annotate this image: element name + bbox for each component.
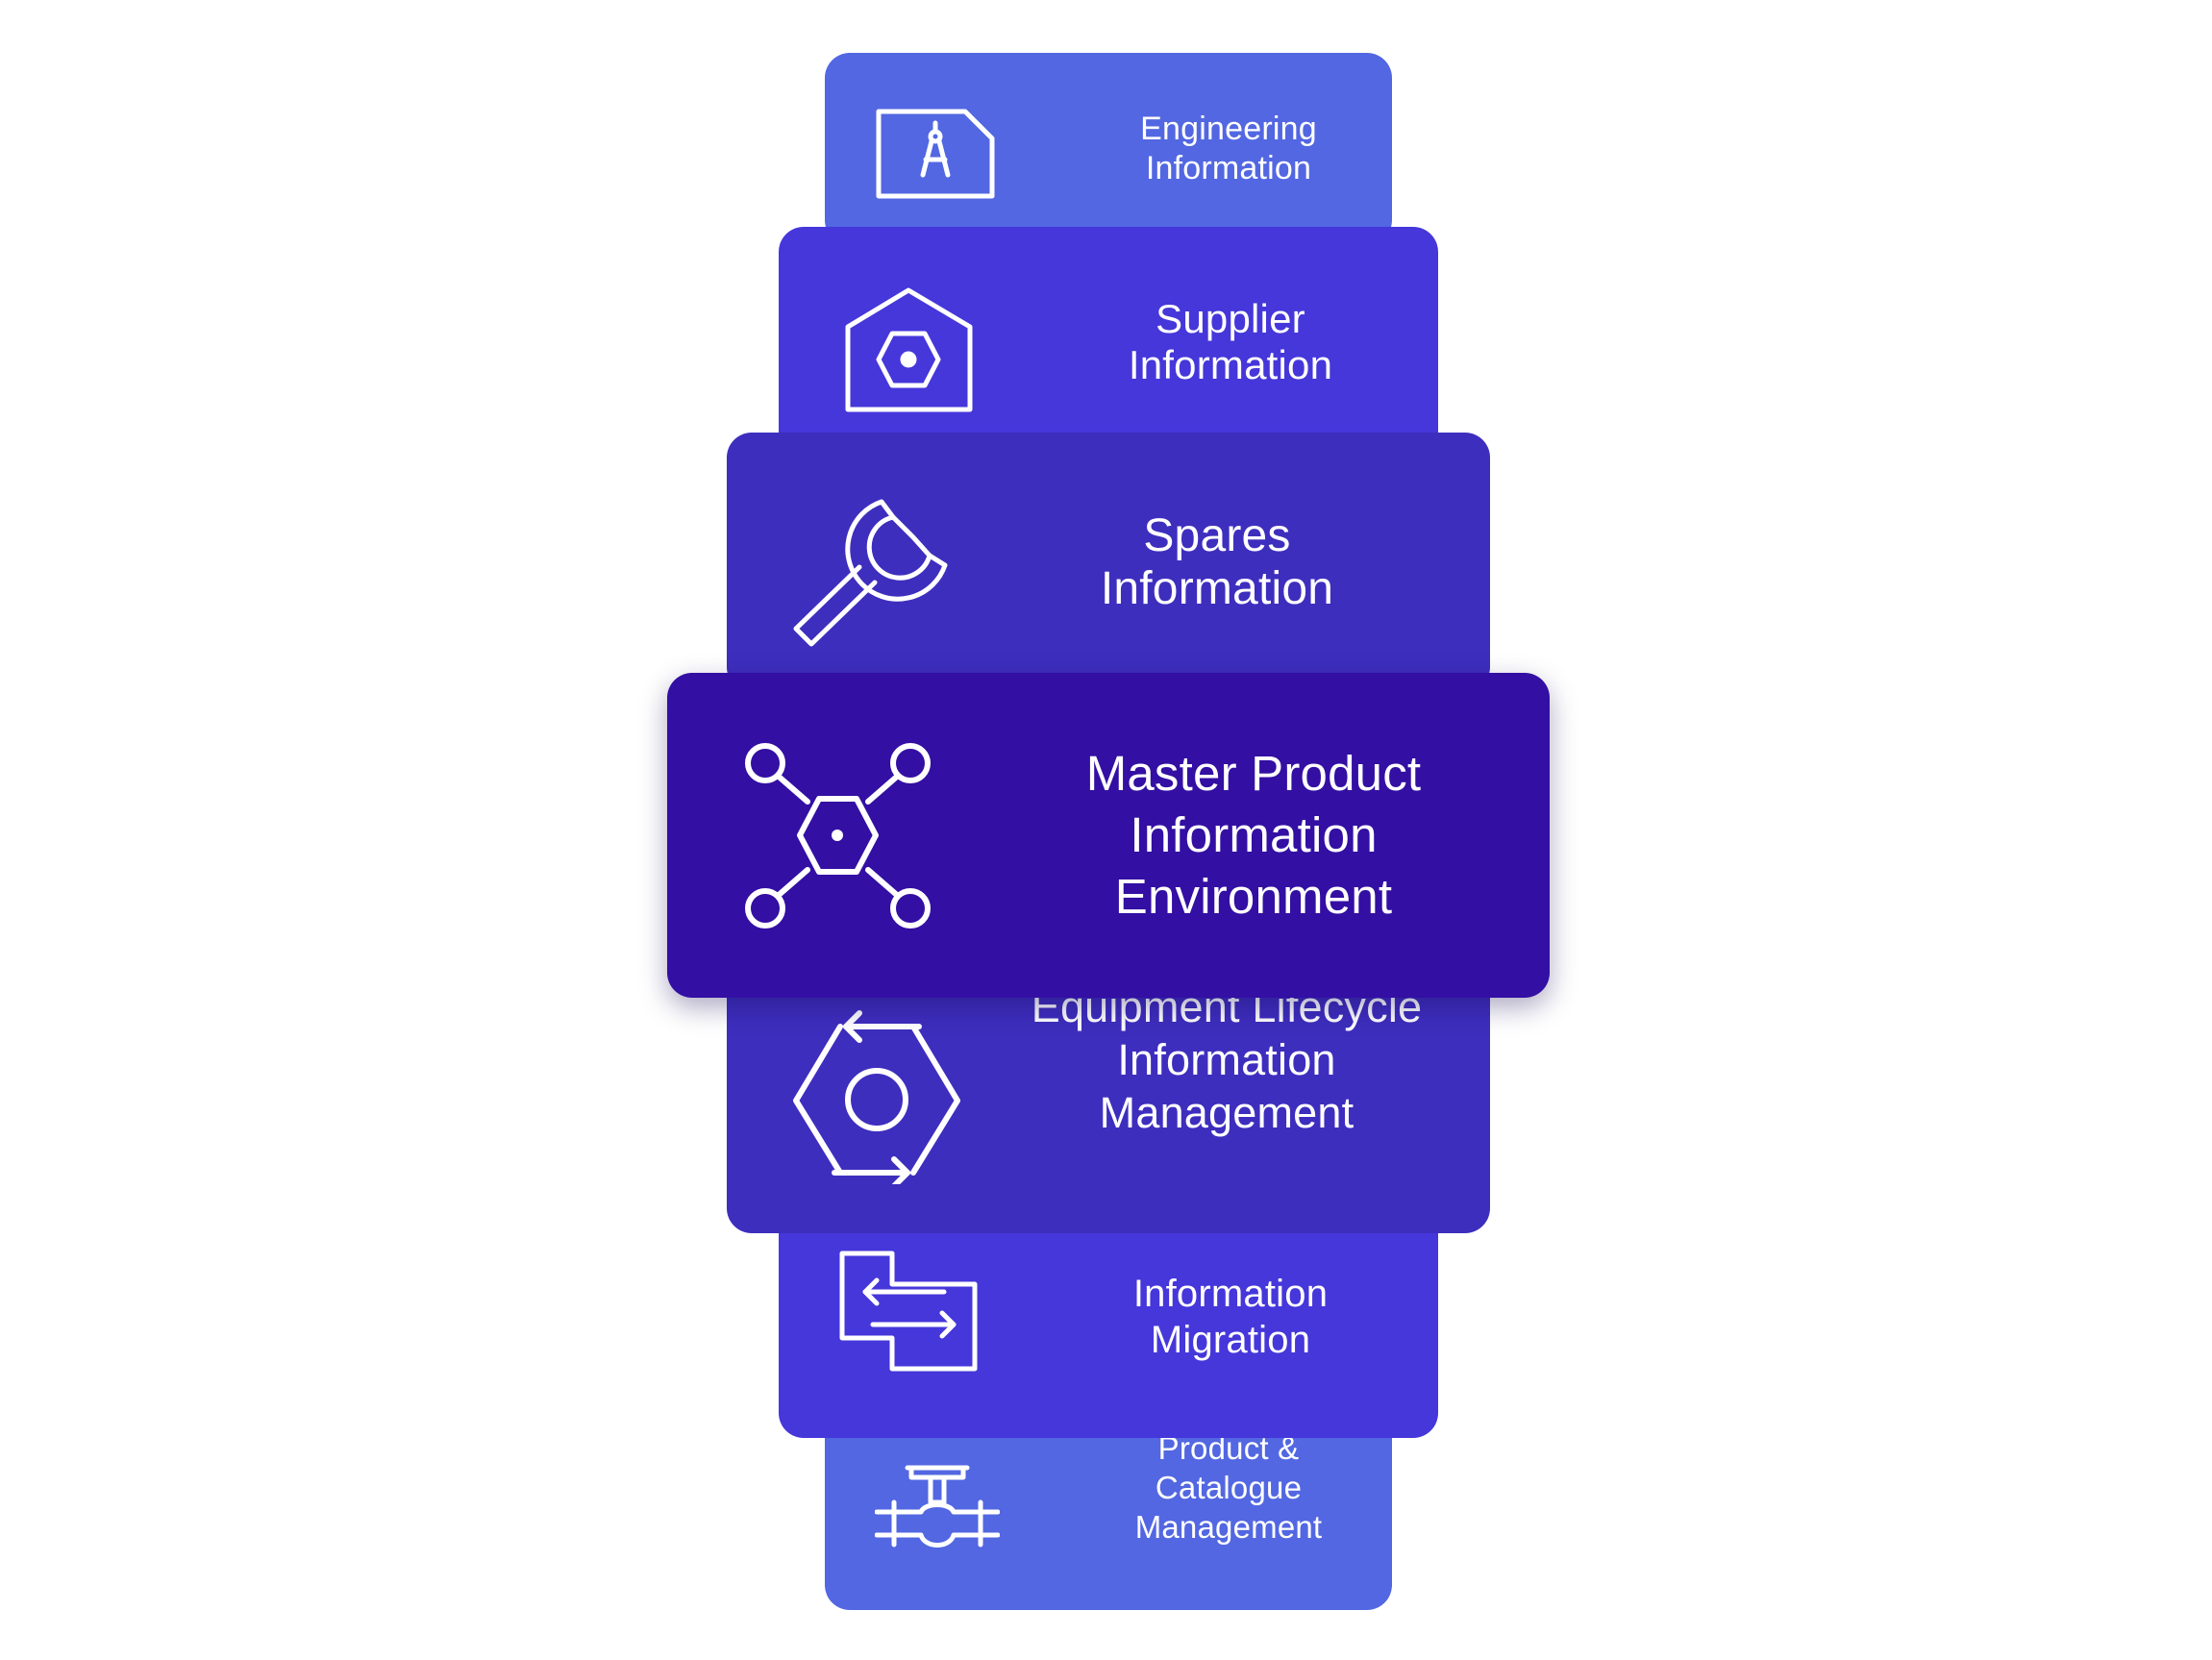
- label-line: Migration: [1150, 1319, 1311, 1361]
- label-line: Information: [1132, 1273, 1329, 1315]
- drafting-compass-document-icon: [873, 106, 998, 202]
- label-line: Information: [1130, 807, 1378, 862]
- pipe-valve-icon: [875, 1464, 1000, 1550]
- label-line: Master Product: [1085, 746, 1422, 801]
- swap-arrows-icon: [838, 1250, 982, 1373]
- label-line: Supplier: [1156, 296, 1305, 341]
- layer-label: Information Migration: [1048, 1202, 1413, 1432]
- layer-product-catalogue-management: Product & Catalogue Management: [825, 1408, 1392, 1610]
- layer-master-product-information-environment: Master Product Information Environment: [667, 673, 1550, 998]
- label-line: Engineering: [1140, 111, 1317, 147]
- label-line: Spares: [1143, 510, 1291, 561]
- layer-equipment-lifecycle-information-management: Equipment Lifecycle Information Manageme…: [727, 952, 1490, 1233]
- hex-cycle-arrows-icon: [790, 1000, 963, 1184]
- layer-supplier-information: Supplier Information: [779, 227, 1438, 458]
- warehouse-hex-nut-icon: [844, 286, 974, 413]
- label-line: Environment: [1114, 869, 1393, 924]
- hex-nut-network-icon: [744, 742, 932, 929]
- layer-label: Master Product Information Environment: [1023, 673, 1484, 998]
- layer-engineering-information: Engineering Information: [825, 53, 1392, 245]
- label-line: Information: [1117, 1035, 1336, 1084]
- layer-information-migration: Information Migration: [779, 1202, 1438, 1438]
- label-line: Information: [1100, 563, 1334, 614]
- label-line: Management: [1099, 1088, 1355, 1137]
- layer-label: Supplier Information: [1067, 227, 1394, 458]
- label-line: Information: [1128, 342, 1333, 387]
- label-line: Management: [1134, 1509, 1323, 1545]
- label-line: Catalogue: [1155, 1470, 1303, 1505]
- wrench-icon: [790, 484, 963, 650]
- label-line: Information: [1145, 150, 1312, 186]
- layer-spares-information: Spares Information: [727, 433, 1490, 692]
- layer-label: Engineering Information: [1065, 53, 1392, 245]
- layer-label: Spares Information: [1015, 433, 1419, 692]
